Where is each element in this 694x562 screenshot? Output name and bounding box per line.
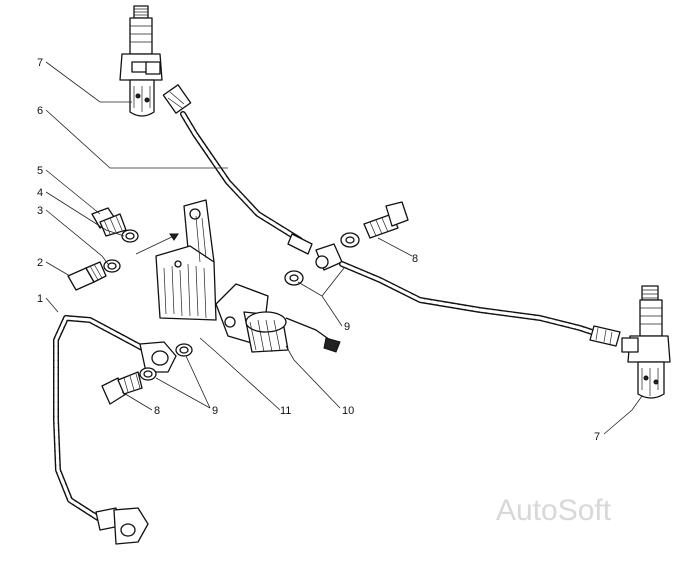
washers-9-right	[284, 232, 360, 286]
watermark: AutoSoft	[496, 494, 612, 527]
fuel-pipe-1	[53, 315, 177, 545]
callout-9-right: 9	[344, 321, 350, 333]
callout-6: 6	[37, 105, 43, 117]
bracket-11	[155, 199, 217, 321]
callout-1: 1	[37, 293, 43, 305]
bolt-8-right	[363, 201, 409, 239]
callout-5: 5	[37, 165, 43, 177]
callout-8-left: 8	[154, 405, 160, 417]
assembly-arrow	[135, 233, 179, 255]
callout-8-right: 8	[412, 253, 418, 265]
washers-9-left	[139, 343, 193, 381]
callout-10: 10	[342, 405, 354, 417]
injector-top	[119, 5, 163, 117]
assembly-arrowhead	[169, 233, 179, 241]
fuel-filter-10	[215, 283, 341, 353]
injector-right	[621, 285, 671, 399]
callout-2: 2	[37, 257, 43, 269]
bolt-2	[67, 261, 107, 291]
washer-3	[103, 259, 121, 273]
callout-3: 3	[37, 205, 43, 217]
callout-9-left: 9	[212, 405, 218, 417]
callout-7-bottom: 7	[594, 431, 600, 443]
callout-11: 11	[280, 405, 291, 417]
bolt-8-left	[101, 371, 143, 405]
callout-7-top: 7	[37, 57, 43, 69]
fuel-pipe-right	[315, 243, 621, 347]
washer-4	[121, 229, 139, 243]
leader-lines	[45, 61, 643, 435]
bolt-5	[91, 207, 127, 237]
callout-4: 4	[37, 187, 43, 199]
fuel-pipe-6	[162, 84, 313, 255]
